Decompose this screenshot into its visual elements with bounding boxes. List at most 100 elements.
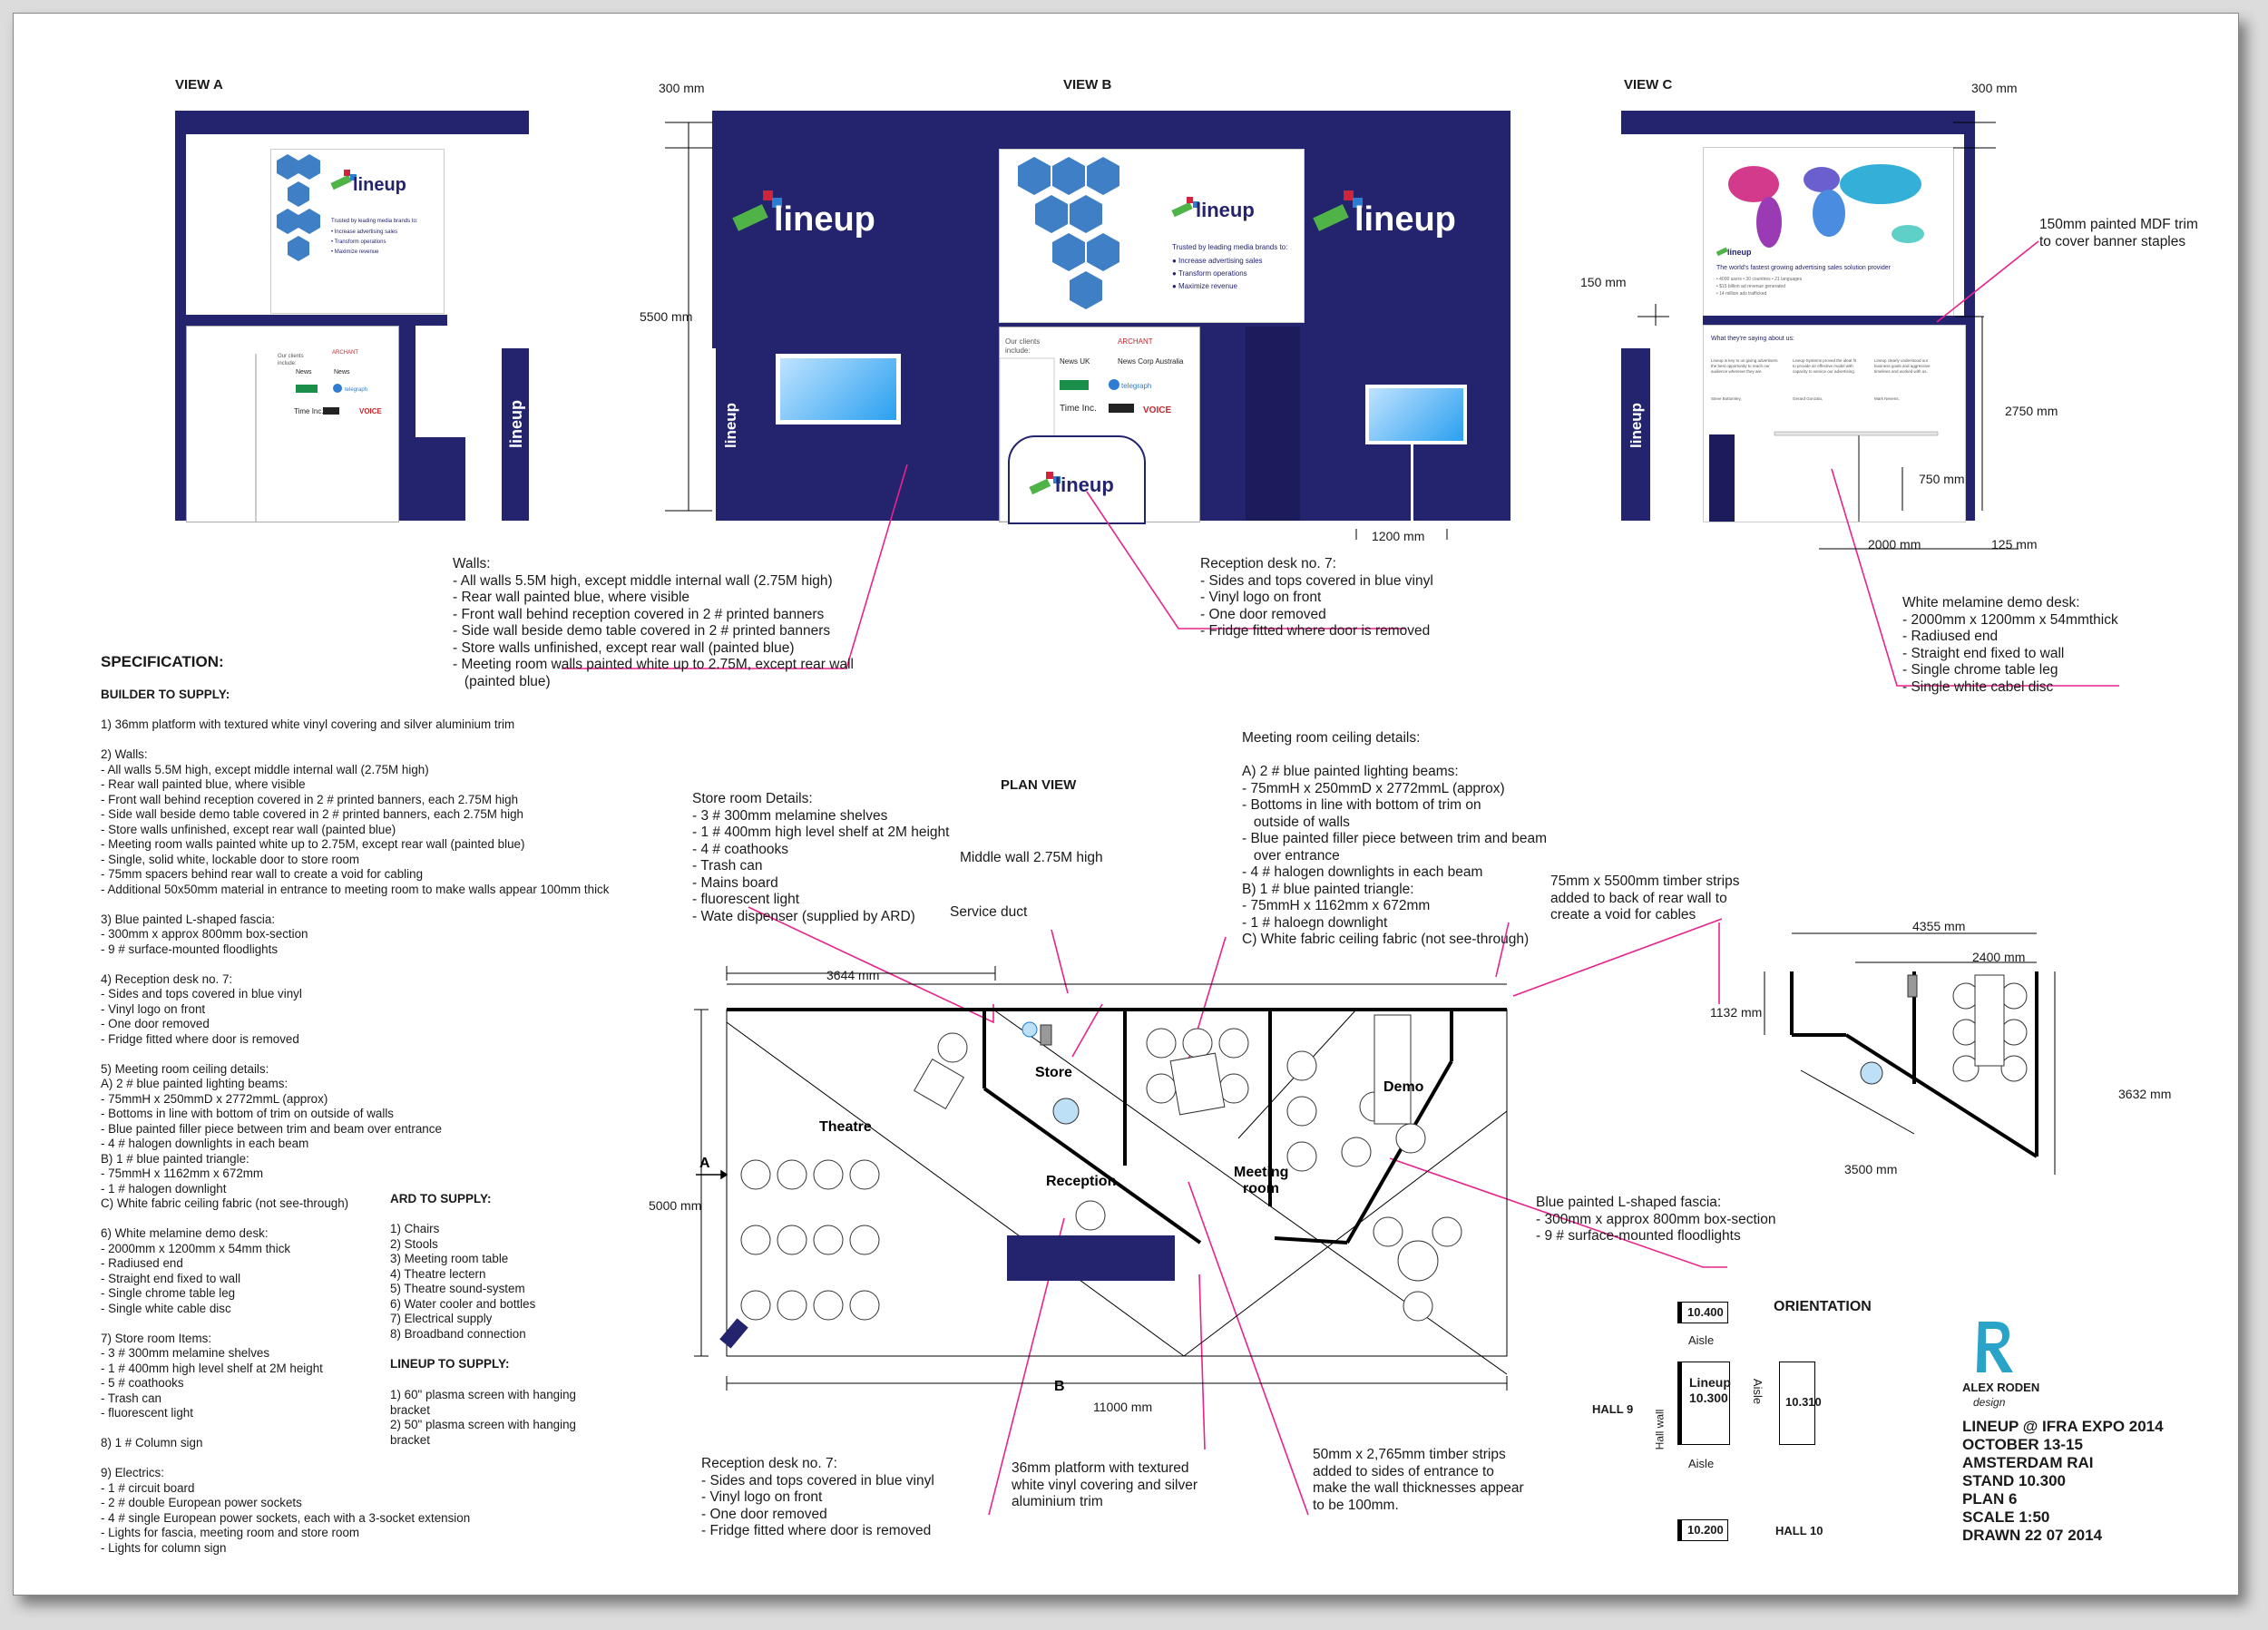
fascia-c xyxy=(1621,111,1975,134)
company-logo-icon xyxy=(1977,1322,2013,1372)
theatre-seating xyxy=(719,1014,1462,1349)
dim-3644: 3644 mm xyxy=(826,968,880,982)
middle-wall-note: Middle wall 2.75M high xyxy=(960,850,1103,865)
dim-3632: 3632 mm xyxy=(2118,1087,2172,1101)
plan-reception: Reception xyxy=(1046,1174,1116,1189)
dim-2400: 2400 mm xyxy=(1972,950,2026,964)
svg-text:telegraph: telegraph xyxy=(1121,382,1151,390)
svg-text:News Corp Australia: News Corp Australia xyxy=(1118,357,1184,366)
demo-desk-note: White melamine demo desk: - 2000mm x 120… xyxy=(1902,595,2118,695)
side-wall xyxy=(175,134,186,521)
dim-3500: 3500 mm xyxy=(1844,1162,1898,1176)
ceiling-note: Meeting room ceiling details: A) 2 # blu… xyxy=(1242,730,1548,947)
svg-text:to provide an effective model: to provide an effective model with xyxy=(1793,364,1853,368)
plan-store: Store xyxy=(1035,1065,1072,1080)
dim-1132: 1132 mm xyxy=(1710,1005,1763,1020)
dim-750: 750 mm xyxy=(1919,472,1965,486)
plasma-screen-50 xyxy=(1365,385,1467,444)
logo-text: lineup xyxy=(774,200,875,239)
fascia-note: Blue painted L-shaped fascia: - 300mm x … xyxy=(1536,1195,1776,1244)
svg-text:audience wherever they are.: audience wherever they are. xyxy=(1711,369,1763,374)
clients-banner-a: Our clients include: ARCHANT News News t… xyxy=(186,326,399,522)
lineup-body: 1) 60" plasma screen with hanging bracke… xyxy=(390,1388,576,1447)
svg-text:• Increase advertising sales: • Increase advertising sales xyxy=(331,229,397,235)
banner-a: lineup Trusted by leading media brands t… xyxy=(270,149,445,314)
svg-text:lineup: lineup xyxy=(1354,200,1456,239)
stand-10310: 10.310 xyxy=(1779,1362,1822,1445)
svg-text:VOICE: VOICE xyxy=(359,407,383,415)
svg-text:News UK: News UK xyxy=(1060,357,1090,366)
dim-11000: 11000 mm xyxy=(1093,1400,1153,1414)
leader-lines xyxy=(562,122,2119,1516)
plan-arrow-b: B xyxy=(1054,1379,1065,1394)
logo-b-left: lineup xyxy=(730,174,894,247)
world-map-banner: lineup The world's fastest growing adver… xyxy=(1703,147,1954,317)
svg-text:ARCHANT: ARCHANT xyxy=(332,350,358,356)
dim-125: 125 mm xyxy=(1991,537,2038,551)
svg-text:telegraph: telegraph xyxy=(345,387,367,393)
title-block: LINEUP @ IFRA EXPO 2014 OCTOBER 13-15 AM… xyxy=(1962,1418,2164,1544)
stand-lineup: Lineup 10.300 xyxy=(1677,1362,1731,1445)
plan-demo: Demo xyxy=(1383,1079,1424,1095)
svg-text:• 4000 users • 30 countries: • 4000 users • 30 countries • 21 languag… xyxy=(1716,277,1803,282)
plan-meeting: Meeting xyxy=(1234,1165,1288,1180)
view-b-title: VIEW B xyxy=(1063,77,1112,93)
svg-text:Time Inc.: Time Inc. xyxy=(294,407,324,415)
lineup-title: LINEUP TO SUPPLY: xyxy=(390,1357,510,1371)
trim-note: 150mm painted MDF trim to cover banner s… xyxy=(2039,217,2198,249)
plan-title: PLAN VIEW xyxy=(1001,777,1077,793)
view-c-elevation: lineup The world's fastest growing adver… xyxy=(1621,111,1975,522)
reception-desk-front: lineup xyxy=(1008,435,1146,524)
svg-text:Time Inc.: Time Inc. xyxy=(1060,404,1097,414)
plan-drawing: Theatre Store Reception Meeting room Dem… xyxy=(694,966,1508,1394)
view-b-elevation: lineup lineup Trusted by le xyxy=(712,111,1510,524)
svg-text:the best opportunity to reach: the best opportunity to reach our xyxy=(1711,364,1770,368)
svg-text:room: room xyxy=(1243,1181,1279,1196)
svg-text:What they're saying about us:: What they're saying about us: xyxy=(1711,336,1794,342)
svg-text:● Maximize revenue: ● Maximize revenue xyxy=(1172,282,1238,290)
svg-text:Lineup clearly understood our: Lineup clearly understood our xyxy=(1874,358,1929,363)
svg-text:The world's fastest growing ad: The world's fastest growing advertising … xyxy=(1716,265,1892,271)
svg-text:● Transform operations: ● Transform operations xyxy=(1172,269,1247,278)
company-name: ALEX RODEN xyxy=(1962,1381,2040,1394)
svg-text:capacity to service our advert: capacity to service our advertising. xyxy=(1793,369,1855,374)
dim-150: 150 mm xyxy=(1580,275,1627,289)
dim-2000: 2000 mm xyxy=(1868,537,1921,551)
svg-text:ARCHANT: ARCHANT xyxy=(1118,337,1153,346)
hall-9: HALL 9 xyxy=(1592,1402,1634,1416)
stand-10200: 10.200 xyxy=(1677,1519,1728,1541)
svg-text:Mark Nevens,: Mark Nevens, xyxy=(1874,396,1900,401)
hexagon-icons: lineup Trusted by leading media brands t… xyxy=(277,154,418,261)
front-wall-edge xyxy=(397,326,415,521)
svg-text:• Transform operations: • Transform operations xyxy=(331,239,386,245)
svg-text:Trusted by leading media brand: Trusted by leading media brands to: xyxy=(1172,243,1287,251)
drawing-sheet: VIEW A VIEW B VIEW C lineup Trusted xyxy=(13,13,2239,1596)
reception-desk-side xyxy=(415,437,465,521)
dim-5500: 5500 mm xyxy=(640,309,693,324)
service-duct-note: Service duct xyxy=(950,904,1028,920)
ard-title: ARD TO SUPPLY: xyxy=(390,1192,492,1205)
svg-text:Our clients: Our clients xyxy=(278,354,304,359)
plasma-screen-60 xyxy=(776,354,901,425)
svg-text:News: News xyxy=(296,369,312,376)
svg-text:lineup: lineup xyxy=(1727,248,1752,257)
column-sign-b: lineup xyxy=(712,348,745,521)
ard-body: 1) Chairs 2) Stools 3) Meeting room tabl… xyxy=(390,1222,536,1341)
reception-note-top: Reception desk no. 7: - Sides and tops c… xyxy=(1200,556,1433,639)
svg-text:Our clients: Our clients xyxy=(1005,337,1040,346)
svg-text:Gerard Gonzalo,: Gerard Gonzalo, xyxy=(1793,396,1823,401)
view-a-elevation: lineup Trusted by leading media brands t… xyxy=(175,111,529,522)
logo-text: lineup xyxy=(353,175,406,195)
svg-text:Steve Bottomley,: Steve Bottomley, xyxy=(1711,396,1742,401)
svg-text:Trusted by leading media brand: Trusted by leading media brands to: xyxy=(331,219,418,224)
svg-text:timelines and worked with us.: timelines and worked with us. xyxy=(1874,369,1928,374)
dim-300-b: 300 mm xyxy=(659,81,705,95)
svg-text:• $15 billion ad revenue gener: • $15 billion ad revenue generated xyxy=(1716,284,1785,289)
svg-text:• 14 million ads trafficked: • 14 million ads trafficked xyxy=(1716,291,1767,297)
svg-text:include:: include: xyxy=(1005,346,1031,355)
svg-text:Lineup is key to us giving adv: Lineup is key to us giving advertisers xyxy=(1711,358,1778,363)
detail-plan xyxy=(1764,932,2056,1175)
dim-5000: 5000 mm xyxy=(649,1198,702,1213)
side-wall-c xyxy=(1964,134,1975,521)
spec-title: SPECIFICATION: xyxy=(101,653,224,670)
